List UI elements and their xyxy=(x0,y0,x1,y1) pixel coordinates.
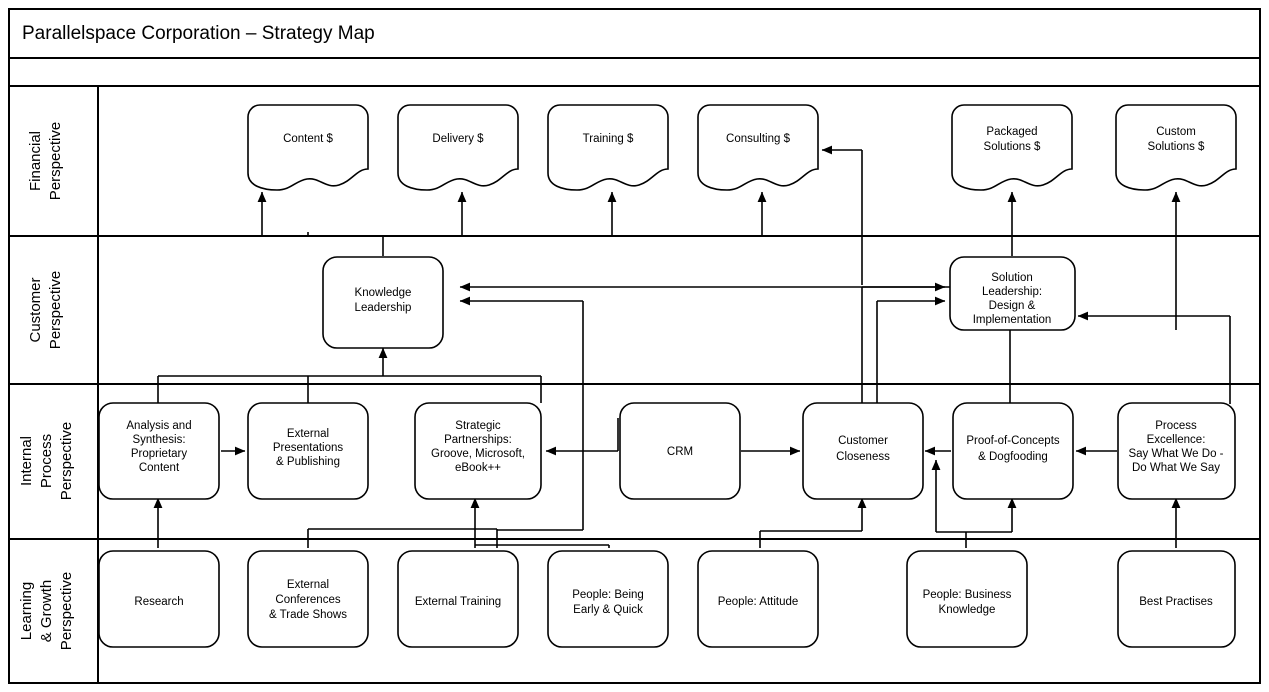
node-label: Consulting $ xyxy=(726,133,791,145)
lane-label-internal-line1: Internal xyxy=(18,436,35,486)
node-external-presentations[interactable]: External Presentations & Publishing xyxy=(247,402,369,500)
node-label: & Publishing xyxy=(276,456,340,468)
node-label: Groove, Microsoft, xyxy=(431,448,525,460)
node-label: Research xyxy=(134,596,183,608)
node-consulting-dollar[interactable]: Consulting $ xyxy=(697,104,819,191)
node-label: People: Business xyxy=(923,589,1012,601)
node-label: & Trade Shows xyxy=(269,609,347,621)
node-label: Content xyxy=(139,462,180,474)
lane-label-customer: Customer Perspective xyxy=(27,271,64,349)
node-label: Leadership: xyxy=(982,286,1042,298)
node-proof-of-concepts[interactable]: Proof-of-Concepts & Dogfooding xyxy=(952,402,1074,500)
lane-label-learning: Learning & Growth Perspective xyxy=(18,572,75,650)
node-label: Partnerships: xyxy=(444,434,512,446)
node-external-conferences[interactable]: External Conferences & Trade Shows xyxy=(247,550,369,648)
node-training-dollar[interactable]: Training $ xyxy=(547,104,669,191)
node-best-practises[interactable]: Best Practises xyxy=(1117,550,1236,648)
node-label: Proof-of-Concepts xyxy=(966,435,1060,447)
lane-label-learning-line1: Learning xyxy=(18,582,35,640)
node-solution-leadership[interactable]: Solution Leadership: Design & Implementa… xyxy=(949,256,1076,331)
node-label: People: Being xyxy=(572,589,644,601)
lane-label-learning-line3: Perspective xyxy=(58,572,75,650)
node-label: Strategic xyxy=(455,420,501,432)
node-label: People: Attitude xyxy=(718,596,799,608)
node-process-excellence[interactable]: Process Excellence: Say What We Do - Do … xyxy=(1117,402,1236,500)
node-label: Analysis and xyxy=(126,420,191,432)
page-title: Parallelspace Corporation – Strategy Map xyxy=(22,23,375,44)
node-customer-closeness[interactable]: Customer Closeness xyxy=(802,402,924,500)
lane-label-financial-line2: Perspective xyxy=(47,122,64,200)
lane-label-internal: Internal Process Perspective xyxy=(18,422,75,500)
node-label: External xyxy=(287,579,329,591)
node-label: Delivery $ xyxy=(432,133,484,145)
node-label: Best Practises xyxy=(1139,596,1213,608)
node-custom-solutions-dollar[interactable]: Custom Solutions $ xyxy=(1115,104,1237,191)
node-label: CRM xyxy=(667,446,693,458)
node-label: External xyxy=(287,428,329,440)
node-label: Early & Quick xyxy=(573,604,643,616)
node-label: Content $ xyxy=(283,133,333,145)
lane-label-internal-line2: Process xyxy=(38,434,55,488)
lane-label-financial: Financial Perspective xyxy=(27,122,64,200)
node-crm[interactable]: CRM xyxy=(619,402,741,500)
lane-label-internal-line3: Perspective xyxy=(58,422,75,500)
node-delivery-dollar[interactable]: Delivery $ xyxy=(397,104,519,191)
node-label: eBook++ xyxy=(455,462,501,474)
node-label: Packaged xyxy=(986,126,1037,138)
node-label: Custom xyxy=(1156,126,1196,138)
node-label: Customer xyxy=(838,435,888,447)
node-research[interactable]: Research xyxy=(98,550,220,648)
diagram-frame xyxy=(8,8,1261,684)
node-people-being-early-quick[interactable]: People: Being Early & Quick xyxy=(547,550,669,648)
node-people-attitude[interactable]: People: Attitude xyxy=(697,550,819,648)
node-label: Excellence: xyxy=(1147,434,1206,446)
node-label: Closeness xyxy=(836,451,890,463)
node-label: Design & xyxy=(989,300,1036,312)
node-label: Solutions $ xyxy=(984,141,1042,153)
node-label: Knowledge xyxy=(939,604,996,616)
node-label: Implementation xyxy=(973,314,1052,326)
node-strategic-partnerships[interactable]: Strategic Partnerships: Groove, Microsof… xyxy=(414,402,542,500)
node-label: Do What We Say xyxy=(1132,462,1220,474)
node-knowledge-leadership[interactable]: Knowledge Leadership xyxy=(322,256,444,349)
node-label: External Training xyxy=(415,596,501,608)
node-analysis-and-synthesis[interactable]: Analysis and Synthesis: Proprietary Cont… xyxy=(98,402,220,500)
node-label: & Dogfooding xyxy=(978,451,1048,463)
node-content-dollar[interactable]: Content $ xyxy=(247,104,369,191)
lane-label-learning-line2: & Growth xyxy=(38,580,55,643)
node-label: Say What We Do - xyxy=(1128,448,1223,460)
node-label: Training $ xyxy=(583,133,634,145)
node-external-training[interactable]: External Training xyxy=(397,550,519,648)
lane-label-customer-line2: Perspective xyxy=(47,271,64,349)
node-label: Presentations xyxy=(273,442,344,454)
node-packaged-solutions-dollar[interactable]: Packaged Solutions $ xyxy=(951,104,1073,191)
node-label: Solutions $ xyxy=(1148,141,1206,153)
lane-label-customer-line1: Customer xyxy=(27,277,44,342)
node-label: Process xyxy=(1155,420,1197,432)
lane-label-financial-line1: Financial xyxy=(27,131,44,191)
node-label: Proprietary xyxy=(131,448,187,460)
node-label: Knowledge xyxy=(355,287,412,299)
node-label: Solution xyxy=(991,272,1033,284)
node-label: Leadership xyxy=(355,302,412,314)
node-people-business-knowledge[interactable]: People: Business Knowledge xyxy=(906,550,1028,648)
connectors xyxy=(153,145,1231,548)
node-label: Conferences xyxy=(275,594,340,606)
node-label: Synthesis: xyxy=(132,434,185,446)
